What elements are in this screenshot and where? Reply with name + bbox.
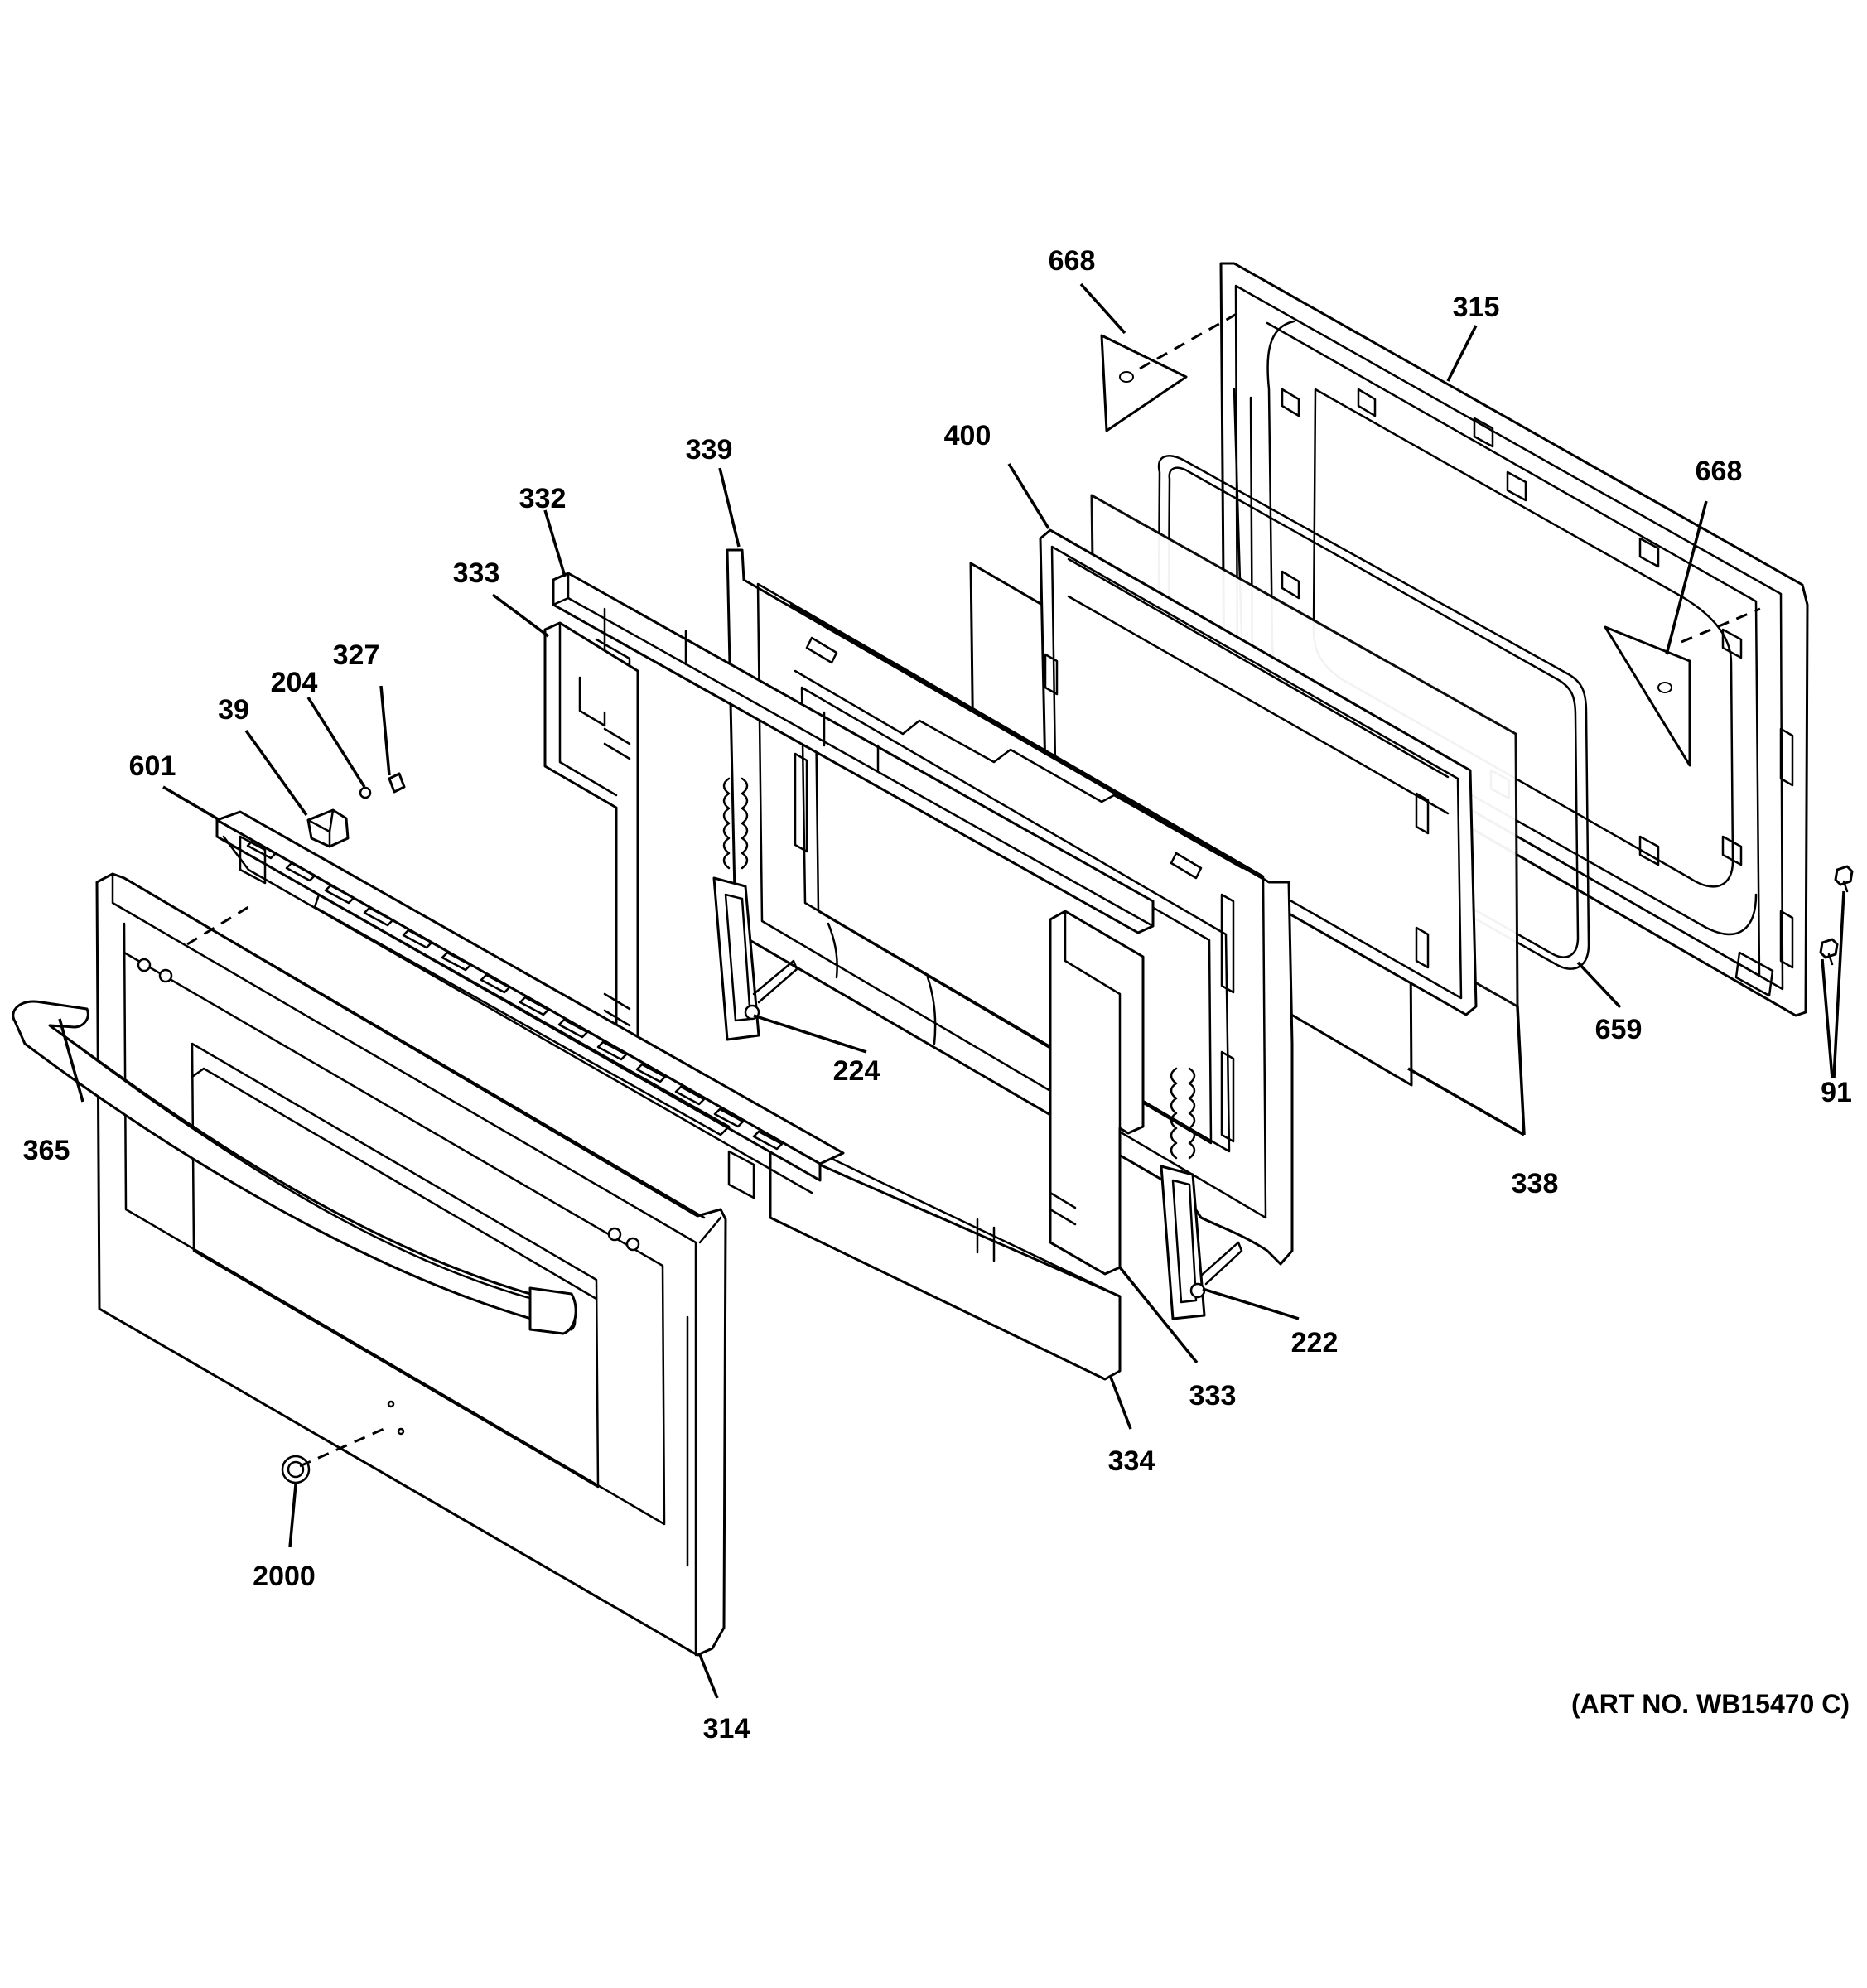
part-224-left-hinge bbox=[712, 777, 798, 1041]
part-601-vent-trim bbox=[215, 810, 845, 1199]
part-668-left-insulation-triangle bbox=[1100, 334, 1188, 432]
part-204-screw bbox=[359, 786, 372, 799]
callout-333-right: 333 bbox=[1189, 1380, 1237, 1411]
callout-668-right: 668 bbox=[1696, 456, 1743, 487]
part-327-pad bbox=[388, 772, 406, 794]
callout-91: 91 bbox=[1821, 1077, 1852, 1108]
callout-400: 400 bbox=[944, 420, 991, 451]
part-39-clip bbox=[306, 808, 350, 848]
part-365-door-handle bbox=[12, 1000, 577, 1335]
callout-314: 314 bbox=[703, 1713, 750, 1744]
part-339-door-liner bbox=[726, 548, 1294, 1266]
part-333-right-side-insulation bbox=[1049, 910, 1145, 1276]
art-number: (ART NO. WB15470 C) bbox=[1571, 1689, 1850, 1719]
callout-224: 224 bbox=[833, 1055, 880, 1087]
callout-601: 601 bbox=[129, 750, 176, 782]
leader-lines bbox=[58, 282, 1845, 1699]
callout-2000: 2000 bbox=[253, 1561, 316, 1592]
alignment-lines bbox=[186, 309, 1761, 1468]
callout-327: 327 bbox=[333, 639, 380, 671]
callout-339: 339 bbox=[686, 434, 733, 466]
callout-365: 365 bbox=[23, 1135, 70, 1166]
callout-315: 315 bbox=[1453, 292, 1500, 323]
callout-332: 332 bbox=[519, 483, 567, 514]
part-668-right-insulation-triangle bbox=[1604, 625, 1691, 767]
part-332-top-insulation bbox=[552, 572, 1155, 934]
callout-334: 334 bbox=[1108, 1445, 1155, 1477]
part-222-right-hinge bbox=[1160, 1067, 1243, 1320]
callout-204: 204 bbox=[271, 667, 318, 698]
callout-333-left: 333 bbox=[453, 557, 500, 589]
part-400-glass-pack-frame bbox=[1039, 528, 1478, 1016]
part-2000-badge bbox=[281, 1455, 311, 1484]
callout-338: 338 bbox=[1512, 1168, 1559, 1199]
callout-222: 222 bbox=[1291, 1327, 1339, 1358]
callout-39: 39 bbox=[218, 694, 249, 726]
callout-labels: 668 315 668 400 339 332 333 327 204 39 6… bbox=[23, 245, 1852, 1744]
callout-659: 659 bbox=[1595, 1014, 1643, 1045]
callout-668-top: 668 bbox=[1049, 245, 1096, 277]
part-91-screws bbox=[1819, 865, 1854, 966]
